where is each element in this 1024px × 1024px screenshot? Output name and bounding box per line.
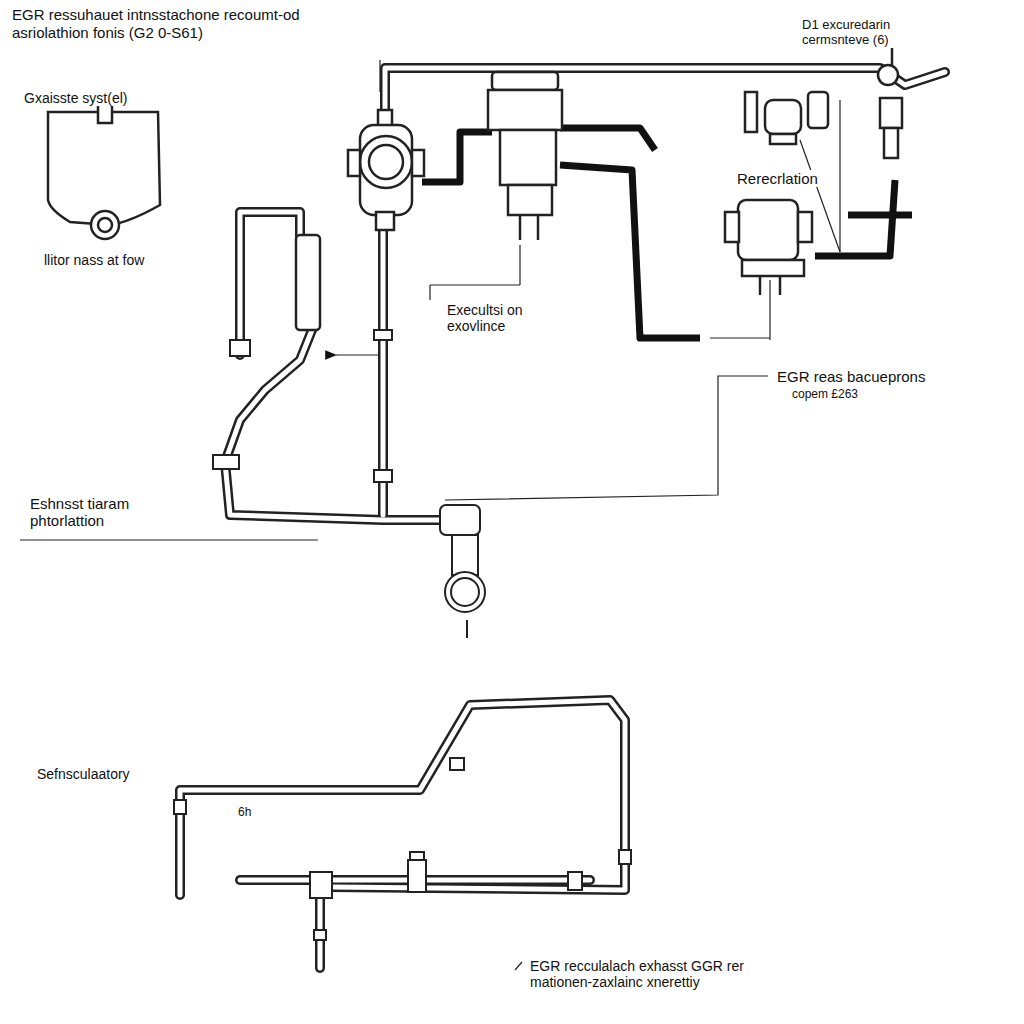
valve-assembly (745, 40, 902, 158)
egr-valve (430, 72, 562, 300)
drawing-part (213, 455, 239, 469)
part-label: EGR reas bacueprons (775, 368, 927, 385)
drawing-part (348, 150, 360, 176)
drawing-part (452, 535, 478, 575)
part-label: Sefnsculaatory (35, 766, 132, 782)
diagram-title: EGR ressuhauet intnsstachone recoumt-od … (12, 6, 372, 42)
drawing-part (560, 128, 655, 150)
pipe-fittings (174, 330, 631, 940)
drawing-part (230, 340, 250, 356)
drawing-part (878, 65, 898, 85)
drawing-part (560, 165, 700, 338)
part-label: Eshnsst tiaram phtorlattion (28, 495, 157, 530)
pipe-bores (180, 68, 945, 968)
drawing-part (310, 872, 332, 898)
drawing-part (800, 140, 840, 252)
drawing-part (738, 200, 798, 260)
drawing-part (770, 134, 796, 144)
drawing-part (466, 620, 468, 638)
pipe-outlines (180, 68, 945, 968)
drawing-part (508, 185, 552, 215)
drawing-part (779, 276, 782, 295)
drawing-part (759, 276, 762, 295)
drawing-part (174, 800, 186, 814)
drawing-part (314, 930, 326, 940)
tank (48, 95, 160, 239)
drawing-part (710, 337, 770, 338)
drawing-part (519, 245, 520, 285)
drawing-part (385, 68, 945, 120)
leader-lines (20, 60, 770, 970)
drawing-part (408, 860, 426, 892)
part-label: Rerecrlation (735, 170, 820, 187)
drawing-part (360, 125, 412, 215)
drawing-part (745, 92, 757, 132)
drawing-part (884, 128, 898, 158)
drawing-part (91, 211, 119, 239)
drawing-part (537, 215, 540, 240)
drawing-part (848, 212, 912, 219)
drawing-part (519, 215, 522, 240)
drawing-part (765, 100, 801, 134)
part-label: EGR recculalach exhasst GGR rer mationen… (528, 958, 772, 990)
drawing-part (742, 260, 804, 276)
drawing-part (798, 212, 812, 242)
drawing-part (488, 90, 562, 130)
drawing-part (48, 112, 160, 225)
filter-canister (296, 235, 320, 330)
drawing-part (374, 470, 392, 482)
drawing-part (410, 852, 424, 860)
drawing-part (296, 235, 320, 330)
drawing-part (500, 130, 556, 185)
drawing-part (180, 700, 625, 895)
drawing-part (430, 284, 520, 285)
drawing-part (515, 962, 522, 970)
drawing-part (180, 700, 625, 895)
part-label: 6h (236, 806, 253, 820)
part-label: Gxaisste syst(el) (22, 90, 136, 106)
drawing-part (240, 212, 300, 355)
drawing-part (445, 376, 768, 500)
drawing-part (422, 132, 492, 182)
recirculation-unit (725, 100, 840, 340)
drawing-part (360, 136, 412, 188)
drawing-part (429, 285, 430, 300)
part-label: Execultsi on exovlince (445, 302, 574, 334)
drawing-part (412, 150, 424, 176)
drawing-part (725, 212, 739, 242)
drawing-part (98, 218, 112, 232)
drawing-part (815, 180, 895, 256)
drawing-part (450, 758, 464, 770)
part-label: copem £263 (790, 388, 860, 402)
hoses (422, 128, 912, 338)
drawing-part (492, 72, 558, 90)
drawing-part (376, 212, 394, 230)
drawing-part (440, 505, 480, 535)
part-label: D1 excuredarin cermsnteve (6) (800, 18, 939, 48)
drawing-part (374, 330, 392, 340)
drawing-part (839, 100, 840, 252)
drawing-part (445, 572, 485, 612)
drawing-part (619, 850, 631, 864)
part-label: llitor nass at fow (42, 252, 146, 268)
drawing-part (315, 887, 325, 968)
drawing-part (379, 60, 380, 92)
drawing-part (451, 578, 479, 606)
drawing-part (225, 330, 440, 520)
meter-device (348, 110, 424, 230)
drawing-part (808, 92, 828, 128)
drawing-part (369, 145, 403, 179)
drawing-part (240, 212, 300, 355)
drawing-part (20, 539, 318, 540)
drawing-part (568, 872, 582, 890)
drawing-part (225, 330, 440, 520)
drawing-part (318, 887, 323, 968)
drawing-part (385, 68, 945, 120)
drawing-part (336, 354, 378, 355)
drawing-part (769, 280, 770, 340)
drawing-part (880, 98, 902, 128)
